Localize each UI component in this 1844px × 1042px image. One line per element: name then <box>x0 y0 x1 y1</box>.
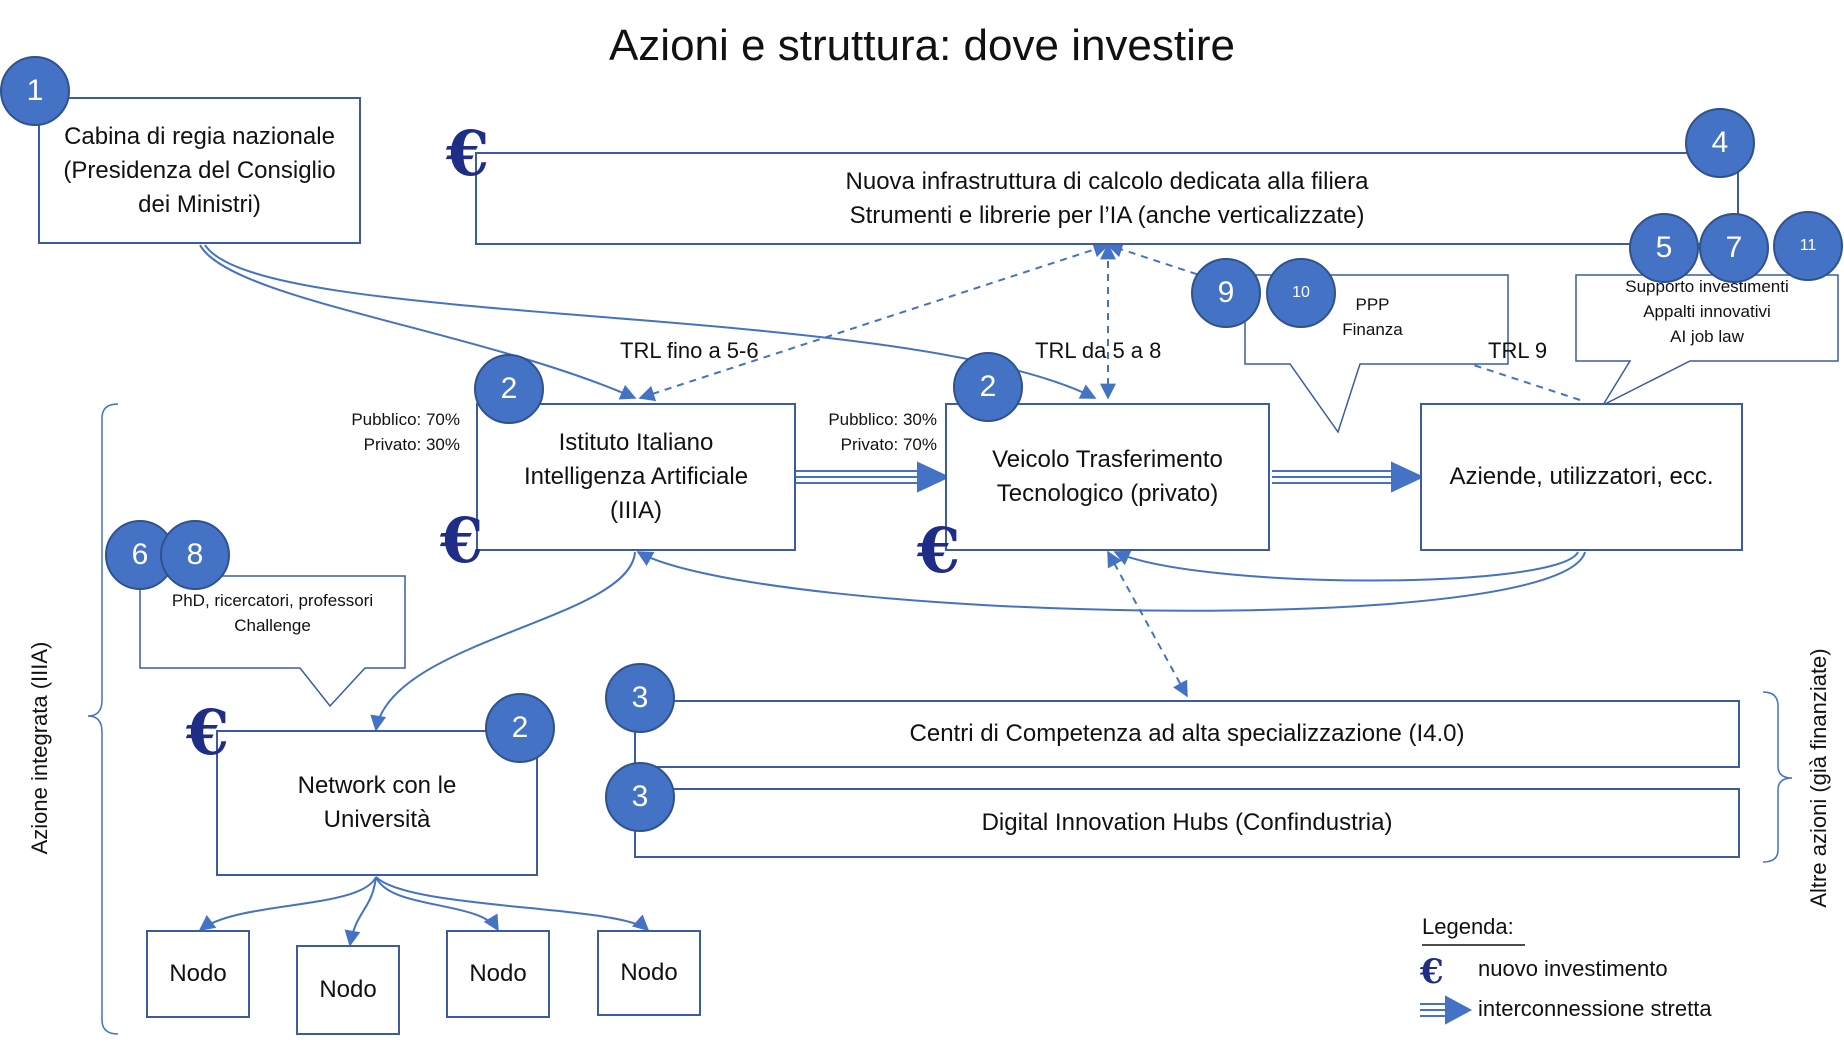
node-box: Nodo <box>597 930 701 1016</box>
ppp-callout: PPP Finanza <box>1342 295 1403 339</box>
supporto-callout: Supporto investimenti Appalti innovativi… <box>1625 277 1789 346</box>
step-badge: 5 <box>1629 213 1699 283</box>
step-badge: 3 <box>605 762 675 832</box>
trl-label-1: TRL fino a 5-6 <box>620 338 759 363</box>
legend-item-investment: nuovo investimento <box>1478 956 1668 981</box>
dih-box: Digital Innovation Hubs (Confindustria) <box>634 788 1740 858</box>
step-badge: 2 <box>474 354 544 424</box>
step-badge: 11 <box>1773 211 1843 281</box>
network-to-node1 <box>198 876 377 931</box>
trl-label-2: TRL da 5 a 8 <box>1035 338 1162 363</box>
step-badge: 3 <box>605 663 675 733</box>
step-badge: 2 <box>485 693 555 763</box>
aziende-to-iiia-arrow <box>636 551 1586 612</box>
step-badge: 2 <box>953 352 1023 422</box>
infrastructure-box: Nuova infrastruttura di calcolo dedicata… <box>475 152 1739 245</box>
phd-callout: PhD, ricercatori, professori Challenge <box>171 591 374 635</box>
left-brace <box>87 403 119 1035</box>
aziende-box: Aziende, utilizzatori, ecc. <box>1420 403 1743 551</box>
node-box: Nodo <box>296 945 400 1035</box>
node-box: Nodo <box>146 930 250 1018</box>
veicolo-box: Veicolo Trasferimento Tecnologico (priva… <box>945 403 1270 551</box>
strong-link-legend <box>1420 995 1473 1025</box>
cabina-box: Cabina di regia nazionale (Presidenza de… <box>38 97 361 244</box>
cabina-to-iiia-arrow <box>199 244 637 400</box>
veicolo-centri-dashed <box>1107 550 1188 698</box>
funding-split-iiia: Pubblico: 70% Privato: 30% <box>351 410 460 454</box>
euro-icon: € <box>446 117 490 190</box>
trl-label-3: TRL 9 <box>1488 338 1548 363</box>
phd-callout-shape <box>139 575 406 708</box>
step-badge: 1 <box>0 56 70 126</box>
network-to-node3 <box>375 876 499 932</box>
centri-box: Centri di Competenza ad alta specializza… <box>634 700 1740 768</box>
step-badge: 9 <box>1191 258 1261 328</box>
step-badge: 10 <box>1266 258 1336 328</box>
iiia-infra-dashed <box>638 241 1110 402</box>
right-brace <box>1762 691 1793 863</box>
euro-icon: € <box>1420 952 1444 992</box>
euro-icon: € <box>917 514 961 587</box>
legend-title: Legenda: <box>1422 914 1514 939</box>
network-box: Network con le Università <box>216 730 538 876</box>
iiia-to-network-arrow <box>370 551 636 732</box>
funding-split-veicolo: Pubblico: 30% Privato: 70% <box>828 410 937 454</box>
legend-item-interconnection: interconnessione stretta <box>1478 996 1712 1021</box>
iiia-box: Istituto Italiano Intelligenza Artificia… <box>476 403 796 551</box>
network-to-node2 <box>344 876 377 947</box>
network-to-node4 <box>375 876 650 932</box>
diagram-title: Azioni e struttura: dove investire <box>608 21 1236 70</box>
euro-icon: € <box>186 696 230 769</box>
node-box: Nodo <box>446 930 550 1018</box>
aziende-to-veicolo-arrow <box>1113 550 1579 582</box>
step-badge: 8 <box>160 520 230 590</box>
side-label-left: Azione integrata (IIIA) <box>27 641 52 855</box>
strong-link-veicolo-aziende <box>1272 461 1425 493</box>
supporto-callout-shape <box>1575 274 1839 407</box>
side-label-right: Altre azioni (già finanziate) <box>1806 648 1831 908</box>
strong-link-iiia-veicolo <box>795 461 951 493</box>
step-badge: 7 <box>1699 213 1769 283</box>
euro-icon: € <box>440 504 484 577</box>
step-badge: 4 <box>1685 108 1755 178</box>
